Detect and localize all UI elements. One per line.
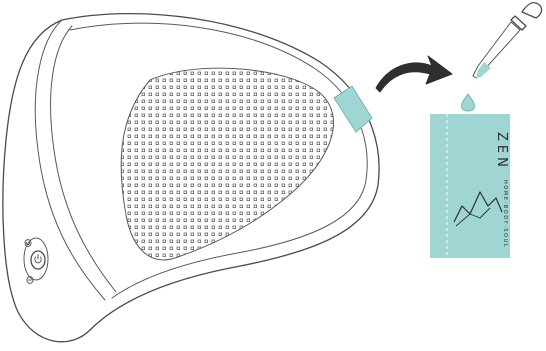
- power-button-ring: [31, 251, 45, 269]
- mesh-dot-pattern: [110, 55, 350, 270]
- pillow-side-seam: [51, 26, 116, 292]
- pillow-side-panel: [35, 20, 105, 300]
- tag-subtitle: HOME·BODY·SOUL: [502, 180, 508, 248]
- control-panel: [24, 238, 48, 283]
- dropper-icon: [473, 3, 542, 78]
- massage-pillow: [3, 14, 379, 342]
- tag-brand: ZEN: [494, 132, 509, 171]
- fabric-strap: [334, 86, 372, 132]
- water-drop-icon: [461, 94, 474, 111]
- power-icon: [35, 255, 41, 263]
- power-button[interactable]: [31, 251, 45, 269]
- fabric-tag: ZEN HOME·BODY·SOUL: [430, 114, 510, 258]
- curved-arrow-icon: [376, 56, 452, 92]
